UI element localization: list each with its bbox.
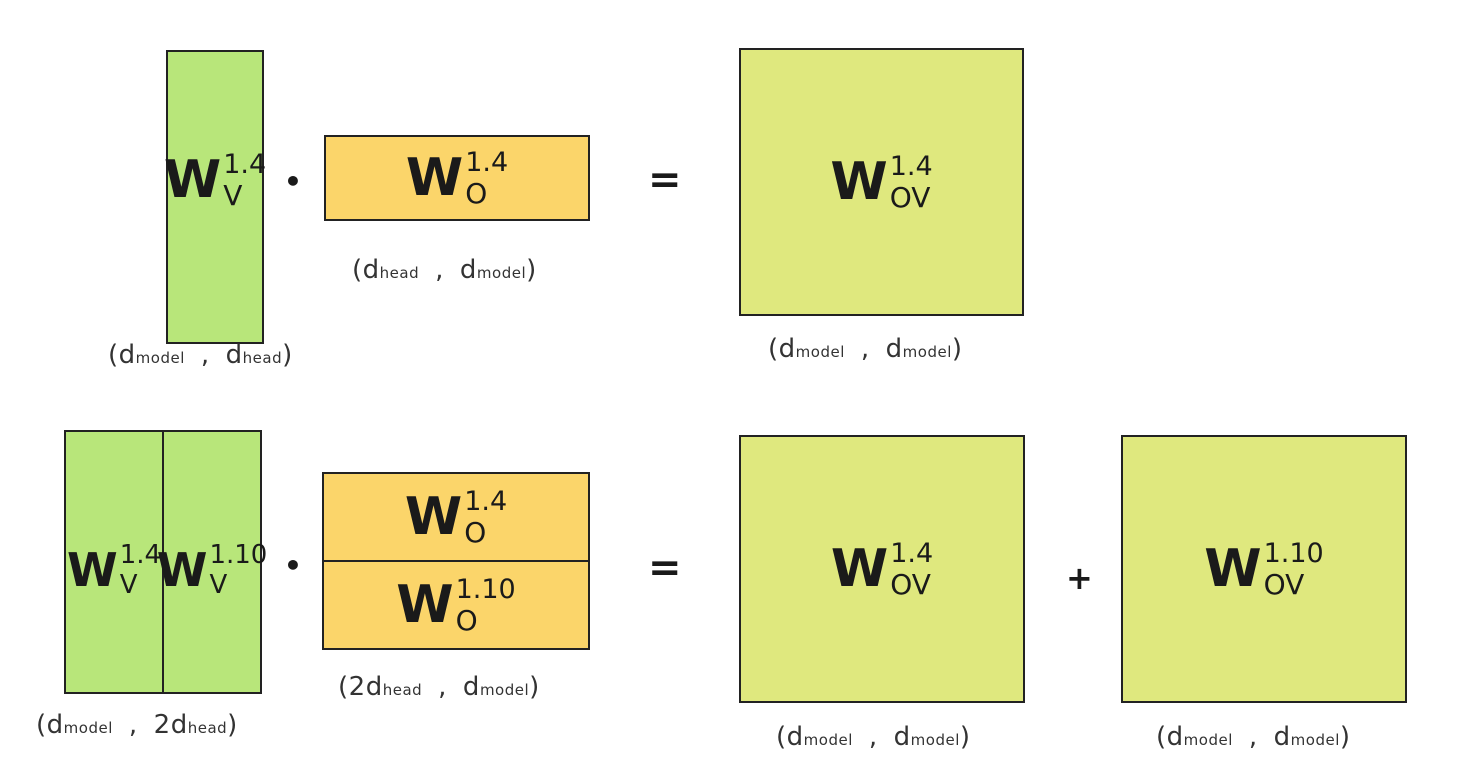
- dot-operator-row2: •: [284, 549, 302, 582]
- wo-matrix-row1: [324, 135, 590, 221]
- subscript: V: [223, 178, 243, 212]
- superscript: 1.4: [889, 150, 933, 182]
- dim-label-wov-b-row2: (dmodel,dmodel): [1156, 722, 1351, 752]
- subscript: OV: [889, 180, 931, 214]
- subscript: OV: [1263, 567, 1305, 601]
- subscript: OV: [890, 567, 931, 601]
- wo-matrix-b-row2: [322, 560, 590, 650]
- plus-operator-row2: +: [1066, 559, 1093, 597]
- superscript: 1.4: [464, 485, 508, 517]
- superscript: 1.4: [890, 537, 934, 569]
- w-symbol: W: [404, 487, 463, 547]
- subscript: O: [465, 176, 488, 210]
- superscript: 1.4: [223, 148, 267, 180]
- wo-matrix-a-row2: [322, 472, 590, 562]
- w-symbol: W: [396, 575, 454, 635]
- subscript: V: [119, 570, 138, 600]
- superscript: 1.10: [455, 573, 516, 605]
- wv-matrix-b-row2: [162, 430, 262, 694]
- superscript: 1.10: [209, 540, 268, 570]
- subscript: O: [464, 515, 487, 549]
- w-symbol: W: [830, 539, 889, 599]
- dim-label-wv-row2: (dmodel,2dhead): [36, 710, 238, 740]
- subscript: O: [455, 603, 478, 637]
- equals-operator-row2: =: [648, 545, 682, 591]
- superscript: 1.10: [1263, 537, 1324, 569]
- wov-matrix-a-row2: [739, 435, 1025, 703]
- w-symbol: W: [405, 148, 464, 208]
- dim-label-wv-row1: (dmodel,dhead): [108, 340, 293, 370]
- w-symbol: W: [66, 543, 118, 597]
- superscript: 1.4: [465, 146, 509, 178]
- w-symbol: W: [156, 543, 208, 597]
- wv-matrix-row1: [166, 50, 264, 344]
- dim-label-wov-row1: (dmodel,dmodel): [768, 334, 963, 364]
- wov-matrix-b-row2: [1121, 435, 1407, 703]
- dot-operator-row1: •: [284, 165, 302, 198]
- dim-label-wo-row1: (dhead,dmodel): [352, 255, 537, 285]
- equals-operator-row1: =: [648, 157, 682, 203]
- dim-label-wov-a-row2: (dmodel,dmodel): [776, 722, 971, 752]
- w-symbol: W: [1204, 539, 1262, 599]
- w-symbol: W: [830, 152, 888, 212]
- subscript: V: [209, 570, 228, 600]
- w-symbol: W: [163, 150, 222, 210]
- superscript: 1.4: [119, 540, 162, 570]
- wov-matrix-row1: [739, 48, 1024, 316]
- dim-label-wo-row2: (2dhead,dmodel): [338, 672, 540, 702]
